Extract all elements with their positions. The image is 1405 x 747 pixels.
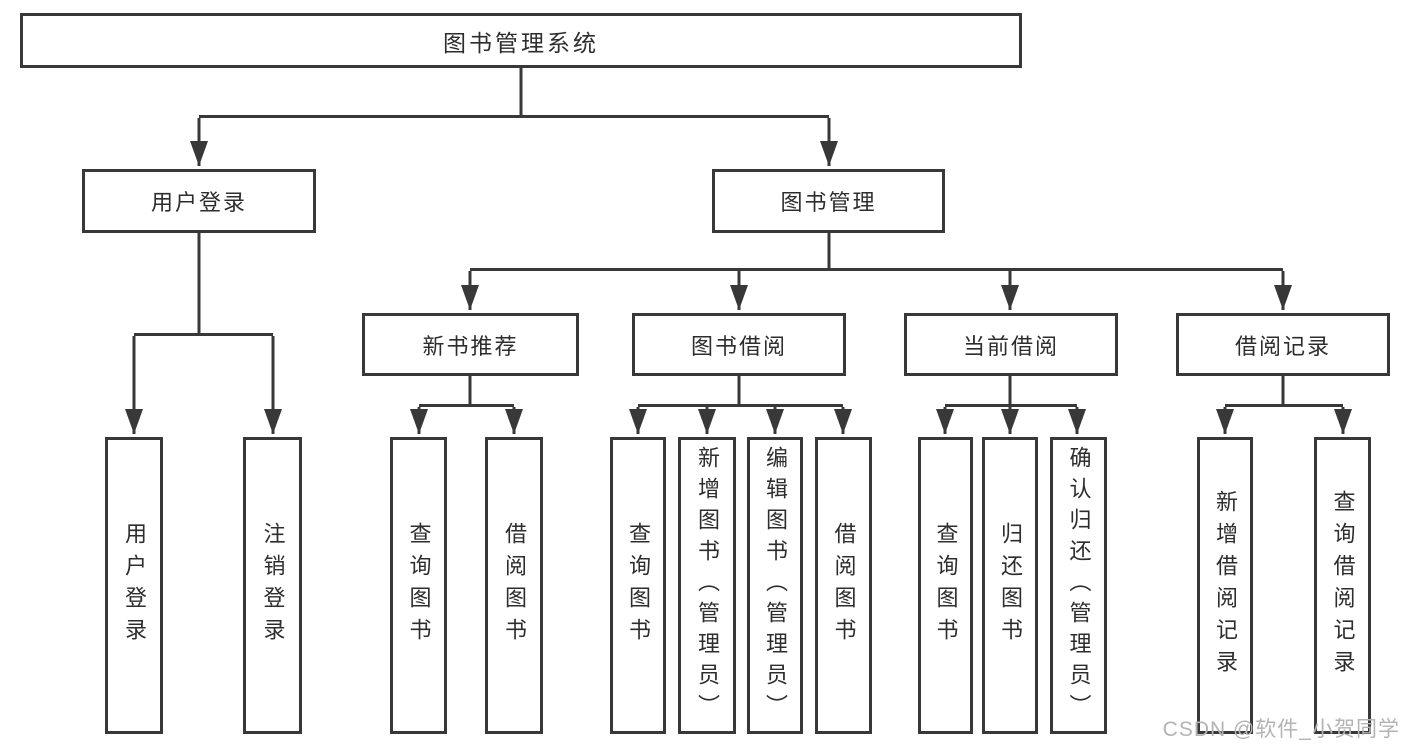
node-borrow-records: 借阅记录 — [1176, 313, 1390, 376]
node-current-borrow-label: 当前借阅 — [962, 333, 1059, 359]
leaf-borrow-add-books-admin: 新增图书（管理员） — [678, 437, 736, 734]
leaf-user-login: 用户登录 — [105, 437, 163, 734]
csdn-watermark: CSDN @软件_小贺同学 — [1162, 718, 1400, 741]
leaf-current-confirm-return-admin-label: 确认归还（管理员） — [1066, 446, 1092, 725]
leaf-recommend-query-books-label: 查询图书 — [406, 521, 432, 650]
leaf-recommend-borrow-books-label: 借阅图书 — [502, 521, 527, 650]
leaf-records-query-record-label: 查询借阅记录 — [1330, 489, 1356, 682]
leaf-recommend-borrow-books: 借阅图书 — [485, 437, 543, 734]
node-root: 图书管理系统 — [20, 13, 1022, 68]
node-book-management-label: 图书管理 — [780, 190, 877, 215]
leaf-current-query-books-label: 查询图书 — [933, 521, 959, 650]
leaf-borrow-query-books-label: 查询图书 — [626, 521, 651, 650]
leaf-borrow-borrow-books-label: 借阅图书 — [831, 521, 857, 650]
leaf-borrow-edit-books-admin-label: 编辑图书（管理员） — [763, 446, 788, 725]
node-user-login: 用户登录 — [82, 169, 316, 233]
leaf-records-query-record: 查询借阅记录 — [1314, 437, 1371, 734]
node-root-label: 图书管理系统 — [443, 29, 599, 56]
node-book-borrow-label: 图书借阅 — [690, 333, 787, 359]
leaf-current-return-books-label: 归还图书 — [998, 521, 1023, 650]
leaf-recommend-query-books: 查询图书 — [390, 437, 447, 734]
leaf-logout: 注销登录 — [243, 437, 302, 734]
node-new-book-recommend: 新书推荐 — [362, 313, 579, 376]
leaf-borrow-edit-books-admin: 编辑图书（管理员） — [747, 437, 803, 734]
node-book-borrow: 图书借阅 — [632, 313, 846, 376]
leaf-logout-label: 注销登录 — [260, 521, 286, 650]
node-user-login-label: 用户登录 — [150, 190, 247, 215]
leaf-current-return-books: 归还图书 — [982, 437, 1038, 734]
leaf-current-confirm-return-admin: 确认归还（管理员） — [1050, 437, 1107, 734]
leaf-records-add-record-label: 新增借阅记录 — [1213, 489, 1238, 682]
leaf-borrow-query-books: 查询图书 — [610, 437, 666, 734]
leaf-borrow-borrow-books: 借阅图书 — [815, 437, 872, 734]
node-book-management: 图书管理 — [712, 169, 945, 233]
leaf-user-login-label: 用户登录 — [122, 521, 147, 650]
leaf-current-query-books: 查询图书 — [918, 437, 973, 734]
node-current-borrow: 当前借阅 — [904, 313, 1118, 376]
leaf-borrow-add-books-admin-label: 新增图书（管理员） — [695, 446, 720, 725]
node-borrow-records-label: 借阅记录 — [1234, 333, 1331, 359]
leaf-records-add-record: 新增借阅记录 — [1197, 437, 1253, 734]
node-new-book-recommend-label: 新书推荐 — [422, 333, 519, 359]
